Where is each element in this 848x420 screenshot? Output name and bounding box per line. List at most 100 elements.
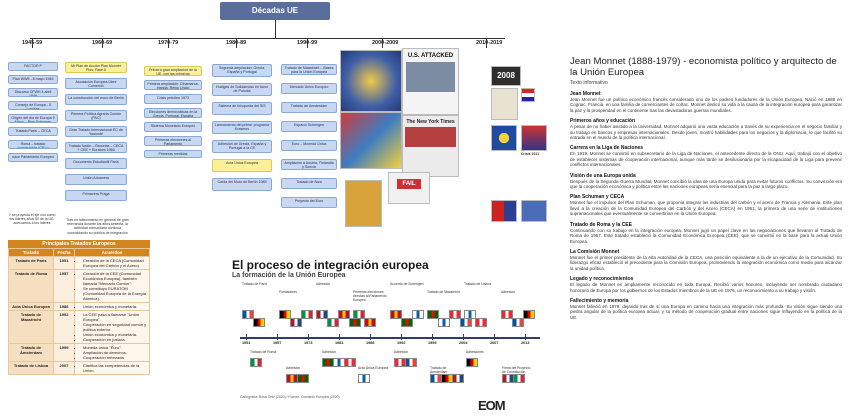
section-heading: Jean Monnet: [570, 91, 601, 97]
article-title: Jean Monnet (1888-1979) - economista pol…: [570, 56, 837, 78]
country-flag: [242, 310, 254, 319]
col4-node: Caída del Muro de Berlín 1989: [212, 178, 272, 191]
treaty-year: 1999: [53, 343, 75, 362]
table-row: Tratado de Ámsterdam1999Moneda única "Eu…: [8, 343, 150, 362]
tratados-title: Principales Tratados Europeos: [8, 240, 150, 248]
col1-node: nace Parlamento Europeo: [8, 153, 58, 162]
col-header-fecha: Fecha: [53, 248, 75, 257]
col5-node: Mercado Único Europeo: [281, 83, 337, 94]
country-flag: [253, 318, 265, 327]
col7-caption: Crisis 2011: [520, 152, 540, 156]
country-flag: [297, 374, 309, 383]
col-header-tratado: Tratado: [8, 248, 54, 257]
treaty-year: 1957: [53, 269, 75, 303]
country-flag: [349, 318, 361, 327]
year-label: 1992: [397, 341, 406, 345]
col3-node: Elecciones democráticas en la Grecia, Po…: [144, 108, 202, 118]
axis-tick: [401, 334, 402, 340]
note-item: Creación de la CEE (Comunidad Económica …: [83, 271, 147, 286]
treaty-year: 1992: [53, 310, 75, 344]
year-label: 1951: [242, 341, 251, 345]
bottom-note: Adhesiones: [466, 350, 484, 354]
proceso-title: El proceso de integración europea: [232, 258, 429, 272]
axis-tick: [463, 334, 464, 340]
top-note: Acuerdo de Schengen: [390, 282, 424, 286]
treaty-name: Tratado de París: [8, 256, 54, 270]
treaty-notes: Creación de la CEE (Comunidad Económica …: [74, 269, 150, 303]
col4-node: Sistema de búsqueda del SIS: [212, 102, 272, 115]
treaty-name: Tratado de Roma: [8, 269, 54, 303]
treaty-name: Acta Única Europea: [8, 302, 54, 311]
notes-list: Creación de la CECA (Comunidad Europea d…: [77, 258, 147, 268]
country-flag: [401, 318, 413, 327]
col1-node: Roma – tratado cooperación (CE) y EURATO…: [8, 140, 58, 149]
section-text: Monnet fue el impulsor del Plan Schuman,…: [570, 200, 842, 217]
euro-poster-image: [345, 180, 382, 227]
section-heading: Plan Schuman y CECA: [570, 194, 625, 201]
proceso-subtitle: La formación de la Unión Europea: [232, 272, 346, 279]
treaty-year: 1951: [53, 256, 75, 270]
axis-tick: [370, 334, 371, 340]
mindmap-title: Décadas UE: [220, 2, 330, 20]
decade-tick: [236, 38, 237, 48]
country-flag: [412, 310, 424, 319]
country-flag: [327, 318, 339, 327]
year-label: 1981: [335, 341, 344, 345]
country-flag: [338, 310, 350, 319]
connector: [275, 20, 276, 38]
country-flag: [438, 318, 450, 327]
axis-tick: [432, 334, 433, 340]
year-label: 1957: [273, 341, 282, 345]
col4-node: Huelgas de Solidarnosc en favor de Polon…: [212, 83, 272, 96]
table-row: Tratado de París1951Creación de la CECA …: [8, 256, 150, 270]
year-label: 2007: [490, 341, 499, 345]
col5-node: Euro – Moneda Única: [281, 140, 337, 151]
col2-node: La construcción del muro de Berlín: [65, 94, 127, 105]
section-text: El legado de Monnet es ampliamente recon…: [570, 282, 842, 293]
note-item: Cooperación reforzada.: [83, 355, 147, 360]
bottom-note: Adhesión: [394, 350, 409, 354]
note-item: Cooperación en seguridad común y polític…: [83, 322, 147, 332]
col5-node: Tratado de Maastricht – Bases para la Un…: [281, 64, 337, 75]
top-note: Tratado de Lisboa: [464, 282, 492, 286]
axis-tick: [494, 334, 495, 340]
eu-star-image: [491, 125, 517, 151]
top-note: Fundadores: [279, 290, 298, 294]
col5-node: Proyecto del Euro: [281, 197, 337, 208]
section-heading: Visión de una Europa unida: [570, 172, 636, 179]
country-flag: [449, 310, 461, 319]
treaty-notes: Moneda única "Euro".Ampliación de derech…: [74, 343, 150, 362]
col2-note: Tras un fallecimiento en general de gran…: [66, 218, 129, 235]
col4-node: Acta Única Europea: [212, 159, 272, 172]
note-item: La CEE pasa a llamarse "Unión Europea".: [83, 312, 147, 322]
timeline-axis: [240, 337, 540, 339]
col5-node: Espacio Schengen: [281, 121, 337, 132]
top-note: Adhesión: [501, 290, 516, 294]
col1-node: Discurso CFWH 4 abril 1949: [8, 88, 58, 97]
col1-node: Consejo de Europa - 5 Londres: [8, 101, 58, 110]
col-header-acuerdos: Acuerdos: [74, 248, 150, 257]
col3-node: Primera ampliación: Dinamarca, Irlanda, …: [144, 80, 202, 90]
year-label: 2004: [459, 341, 468, 345]
col3-node: Primeras elecciones al Parlamento: [144, 136, 202, 146]
note-item: Se constituyó EURATOM (Comunidad Europea…: [83, 286, 147, 301]
eom-logo: EOM: [478, 398, 506, 413]
top-note: Primeras elecciones directas al Parlamen…: [353, 290, 387, 302]
col1-node: Plan WWII - 8 mayo 1945: [8, 75, 58, 84]
axis-tick: [277, 334, 278, 340]
croatia-flag-image: [521, 88, 535, 102]
article-subtitle: Texto informativo: [570, 80, 608, 86]
section-text: Después de la Segunda Guerra Mundial, Mo…: [570, 178, 842, 190]
bottom-note: Acta Única Europea: [358, 366, 389, 370]
article: Jean Monnet (1888-1979) - economista pol…: [570, 56, 842, 320]
year-label: 1973: [304, 341, 313, 345]
flag-sheet-image: [491, 88, 518, 120]
axis-tick: [308, 334, 309, 340]
year-label: 1986: [366, 341, 375, 345]
top-note: Adhesión: [316, 282, 331, 286]
col4-node: Segunda ampliación: Grecia, España y Por…: [212, 64, 272, 77]
col2-node: Asociación Europea Libre Comercio: [65, 78, 127, 89]
country-flag: [464, 310, 476, 319]
